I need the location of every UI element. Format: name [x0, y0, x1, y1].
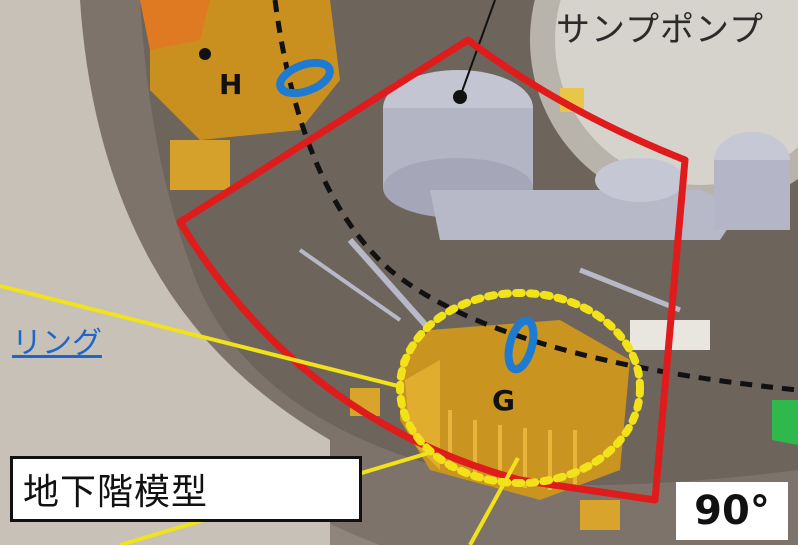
pipe-segment — [347, 238, 433, 332]
pump-label: サンプポンプ — [556, 10, 764, 50]
pipe-segment — [579, 267, 681, 313]
ring-link-label: リング — [12, 326, 102, 361]
structure-h-edge — [140, 0, 210, 50]
left-floor — [0, 0, 330, 545]
focus-circle — [396, 289, 644, 487]
small-gold-block — [580, 500, 620, 530]
marker-h-label: H — [219, 68, 243, 101]
right-cylinder-body — [714, 160, 790, 230]
pump-pipe — [430, 190, 730, 240]
structure-g — [400, 320, 630, 500]
structure-h-base — [170, 140, 230, 190]
valve-marker-h-icon — [276, 58, 334, 98]
pipe-elbow — [595, 158, 685, 202]
valve-marker-g-icon — [504, 316, 538, 374]
model-caption: 地下階模型 — [23, 472, 209, 513]
pointer-line-left — [0, 284, 399, 388]
marker-g-label: G — [492, 384, 515, 417]
pointer-line-bottom — [468, 457, 520, 545]
model-caption-box: 地下階模型 — [10, 456, 362, 522]
angle-badge: 90° — [676, 482, 788, 540]
pipe-segment — [298, 248, 402, 322]
pointer-dot-h — [199, 48, 211, 60]
angle-value: 90° — [694, 488, 770, 534]
highlight-outline — [176, 36, 689, 504]
green-marker — [772, 400, 798, 445]
